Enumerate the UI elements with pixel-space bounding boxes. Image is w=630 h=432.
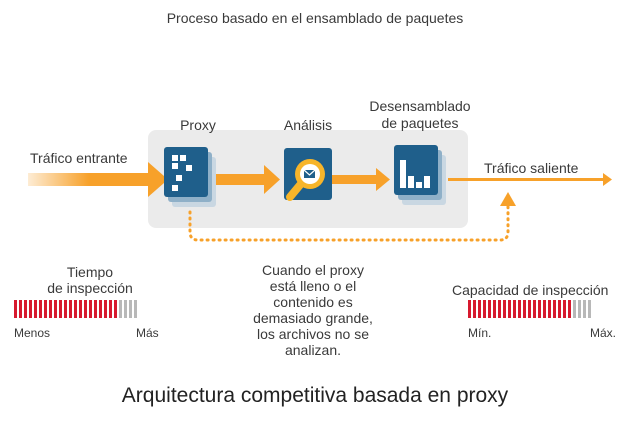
note-line: Cuando el proxy	[262, 262, 364, 278]
time-gauge-bar	[104, 300, 107, 318]
time-gauge-bar	[84, 300, 87, 318]
capacity-gauge-bars	[468, 300, 591, 318]
time-gauge-bar	[24, 300, 27, 318]
proxy-icon	[164, 147, 216, 207]
incoming-traffic-label: Tráfico entrante	[30, 150, 128, 166]
note-line: demasiado grande,	[253, 310, 373, 326]
note-line: los archivos no se	[256, 326, 370, 342]
time-gauge-bar	[64, 300, 67, 318]
capacity-gauge-bar	[513, 300, 516, 318]
time-gauge-bars	[14, 300, 137, 318]
bypass-dotted-path	[188, 203, 510, 242]
capacity-gauge-bar	[583, 300, 586, 318]
analysis-magnifier-icon	[284, 148, 332, 201]
capacity-gauge-bar	[533, 300, 536, 318]
capacity-gauge-bar	[588, 300, 591, 318]
time-gauge-bar	[29, 300, 32, 318]
incoming-arrow	[28, 162, 168, 197]
time-gauge-bar	[134, 300, 137, 318]
capacity-gauge-bar	[508, 300, 511, 318]
arrow-analysis-to-disassembly	[330, 168, 390, 191]
bottom-title: Arquitectura competitiva basada en proxy	[121, 384, 509, 407]
capacity-gauge-bar	[483, 300, 486, 318]
time-gauge-bar	[99, 300, 102, 318]
capacity-gauge-bar	[573, 300, 576, 318]
capacity-gauge-bar	[518, 300, 521, 318]
time-gauge-bar	[129, 300, 132, 318]
capacity-gauge-min-label: Mín.	[468, 326, 492, 340]
time-gauge-bar	[34, 300, 37, 318]
note-line: contenido es	[273, 294, 353, 310]
time-gauge-bar	[114, 300, 117, 318]
capacity-gauge-bar	[548, 300, 551, 318]
capacity-gauge-bar	[568, 300, 571, 318]
time-gauge-bar	[124, 300, 127, 318]
time-gauge-min-label: Menos	[14, 326, 51, 340]
top-title: Proceso basado en el ensamblado de paque…	[166, 10, 464, 26]
capacity-gauge-bar	[543, 300, 546, 318]
time-gauge-bar	[54, 300, 57, 318]
capacity-gauge-bar	[523, 300, 526, 318]
time-gauge-bar	[94, 300, 97, 318]
time-gauge-title-line1: Tiempo	[66, 264, 114, 280]
time-gauge-bar	[14, 300, 17, 318]
time-gauge-bar	[44, 300, 47, 318]
capacity-gauge-max-label: Máx.	[590, 326, 617, 340]
capacity-gauge-bar	[493, 300, 496, 318]
capacity-gauge-bar	[578, 300, 581, 318]
time-gauge-bar	[109, 300, 112, 318]
note-line: analizan.	[284, 342, 342, 358]
arrow-proxy-to-analysis	[215, 165, 280, 194]
outgoing-traffic-label: Tráfico saliente	[484, 160, 579, 176]
time-gauge-bar	[79, 300, 82, 318]
outgoing-arrow	[448, 173, 612, 186]
capacity-gauge-bar	[558, 300, 561, 318]
time-gauge-bar	[49, 300, 52, 318]
capacity-gauge-bar	[488, 300, 491, 318]
time-gauge-bar	[74, 300, 77, 318]
packet-disassembly-icon	[394, 145, 446, 205]
stage-label-disassembly-line1: Desensamblado	[369, 98, 471, 114]
time-gauge-bar	[19, 300, 22, 318]
bypass-note: Cuando el proxy está lleno o el contenid…	[218, 262, 408, 358]
time-gauge-title-line2: de inspección	[47, 280, 133, 296]
time-gauge-bar	[39, 300, 42, 318]
capacity-gauge-bar	[468, 300, 471, 318]
capacity-gauge-bar	[473, 300, 476, 318]
stage-label-proxy: Proxy	[180, 117, 216, 133]
capacity-gauge-title: Capacidad de inspección	[452, 282, 609, 298]
time-gauge-bar	[69, 300, 72, 318]
stage-label-disassembly-line2: de paquetes	[381, 115, 459, 131]
time-gauge-max-label: Más	[136, 326, 159, 340]
capacity-gauge-bar	[538, 300, 541, 318]
time-gauge-bar	[89, 300, 92, 318]
capacity-gauge-bar	[528, 300, 531, 318]
stage-label-analysis: Análisis	[283, 117, 333, 133]
capacity-gauge-bar	[503, 300, 506, 318]
capacity-gauge-bar	[478, 300, 481, 318]
capacity-gauge-bar	[498, 300, 501, 318]
capacity-gauge-bar	[563, 300, 566, 318]
capacity-gauge-bar	[553, 300, 556, 318]
time-gauge-bar	[119, 300, 122, 318]
note-line: está lleno o el	[269, 278, 357, 294]
time-gauge-title: Tiempo de inspección	[20, 264, 160, 296]
time-gauge-bar	[59, 300, 62, 318]
stage-label-disassembly: Desensamblado de paquetes	[355, 98, 485, 132]
bypass-arrowhead	[500, 192, 516, 206]
